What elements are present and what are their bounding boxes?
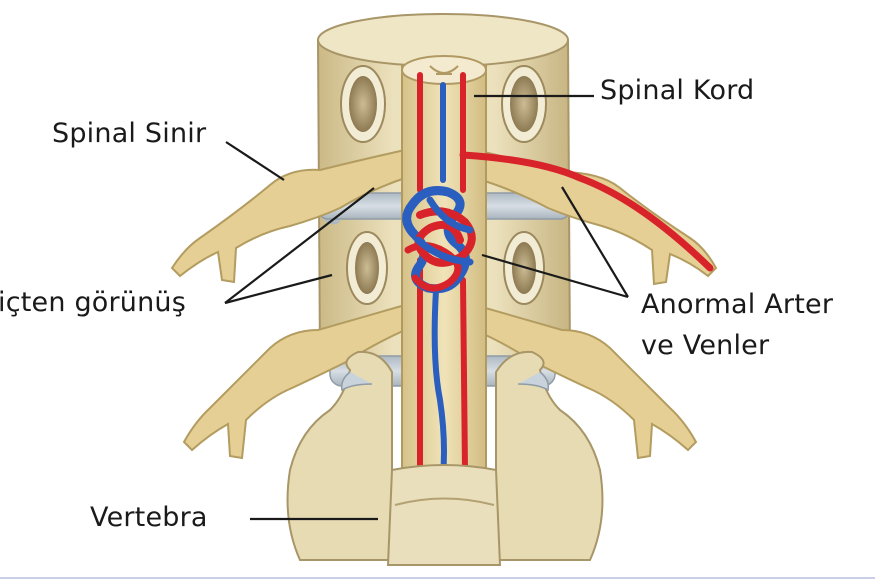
leader-icten-2: [225, 275, 332, 303]
label-anormal-arter: Anormal Arter: [641, 290, 833, 320]
label-spinal-sinir: Spinal Sinir: [52, 119, 206, 149]
label-ve-venler: ve Venler: [641, 331, 769, 361]
label-vertebra: Vertebra: [90, 503, 208, 533]
leader-spinal-sinir: [226, 142, 284, 180]
label-icten-gorunus: içten görünüş: [0, 288, 186, 318]
label-spinal-kord: Spinal Kord: [600, 76, 754, 106]
